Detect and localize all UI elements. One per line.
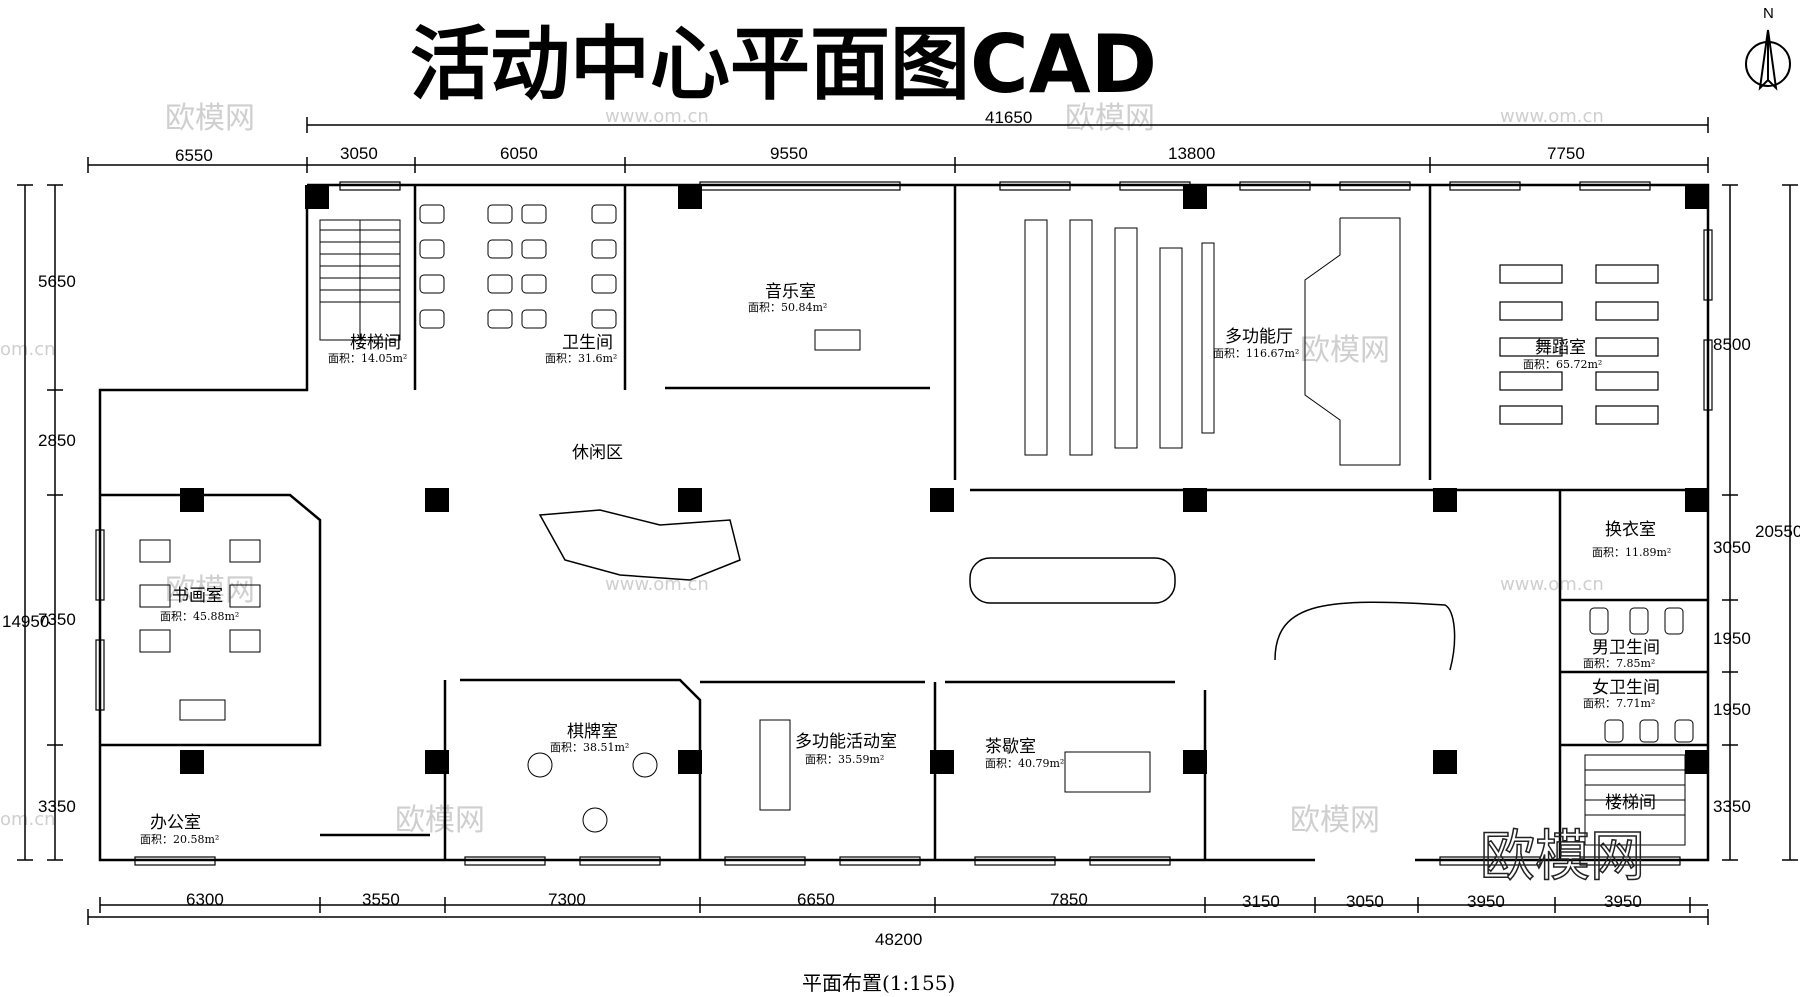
room-area-multipurpose-hall: 面积：116.67m² xyxy=(1213,347,1299,360)
watermark-logo: 欧模网 xyxy=(1300,333,1390,368)
dim-top-3: 6050 xyxy=(500,144,538,163)
room-name-womens-restroom: 女卫生间 xyxy=(1592,678,1660,698)
room-name-calligraphy: 书画室 xyxy=(172,586,223,606)
dim-bottom-6: 3150 xyxy=(1242,892,1280,911)
drawing-caption: 平面布置(1:155) xyxy=(802,971,955,995)
dim-right-total: 20550 xyxy=(1755,522,1800,541)
watermark-site: www.om.cn xyxy=(1500,106,1604,127)
dim-bottom-4: 6650 xyxy=(797,890,835,909)
dim-left-total: 14950 xyxy=(2,612,49,631)
room-area-chess: 面积：38.51m² xyxy=(550,741,629,754)
dim-right-3: 1950 xyxy=(1713,629,1751,648)
room-name-music: 音乐室 xyxy=(765,282,816,302)
dim-left-4: 3350 xyxy=(38,797,76,816)
windows xyxy=(95,181,1713,866)
dim-bottom-1: 6300 xyxy=(186,890,224,909)
dim-bottom-3: 7300 xyxy=(548,890,586,909)
dim-left-3: 7350 xyxy=(38,610,76,629)
watermark-logo: 欧模网 xyxy=(165,573,255,608)
dim-bottom-7: 3050 xyxy=(1346,892,1384,911)
walls xyxy=(98,183,1710,862)
room-area-restroom: 面积：31.6m² xyxy=(545,352,617,365)
watermark-site: www.om.cn xyxy=(1500,574,1604,595)
room-area-calligraphy: 面积：45.88m² xyxy=(160,610,239,623)
watermark-logo: 欧模网 xyxy=(395,803,485,838)
drawing-title: 活动中心平面图CAD xyxy=(410,18,1157,111)
room-area-changing: 面积：11.89m² xyxy=(1592,546,1671,559)
dim-left-1: 5650 xyxy=(38,272,76,291)
watermark-logo: 欧模网 xyxy=(165,101,255,136)
room-name-changing: 换衣室 xyxy=(1605,520,1656,540)
dim-bottom-2: 3550 xyxy=(362,890,400,909)
room-name-mens-restroom: 男卫生间 xyxy=(1592,638,1660,658)
room-area-music: 面积：50.84m² xyxy=(748,301,827,314)
dim-top-5: 13800 xyxy=(1168,144,1215,163)
dance-mats xyxy=(1499,264,1659,425)
room-name-restroom: 卫生间 xyxy=(562,333,613,353)
room-name-stairwell-top: 楼梯间 xyxy=(350,333,401,353)
dim-right-5: 3350 xyxy=(1713,797,1751,816)
dim-right-2: 3050 xyxy=(1713,538,1751,557)
planter-beds xyxy=(538,509,1456,671)
room-name-stairwell-bottom: 楼梯间 xyxy=(1605,793,1656,813)
watermark-site: www.om.cn xyxy=(605,106,709,127)
room-name-dance: 舞蹈室 xyxy=(1535,338,1586,358)
room-area-activity: 面积：35.59m² xyxy=(805,753,884,766)
dim-right-4: 1950 xyxy=(1713,700,1751,719)
dimension-lines xyxy=(17,117,1798,925)
dim-total-top: 41650 xyxy=(985,108,1032,127)
dim-bottom-8: 3950 xyxy=(1467,892,1505,911)
dim-left-2: 2850 xyxy=(38,431,76,450)
auditorium-seating xyxy=(1024,217,1401,466)
room-area-tea: 面积：40.79m² xyxy=(985,757,1064,770)
dim-top-6: 7750 xyxy=(1547,144,1585,163)
dim-top-1: 6550 xyxy=(175,146,213,165)
watermark-logo: 欧模网 xyxy=(1290,803,1380,838)
toilet-stalls xyxy=(419,204,1694,743)
structural-columns xyxy=(180,185,1709,774)
furniture xyxy=(139,329,1151,833)
watermark-short: om.cn xyxy=(0,339,56,360)
dim-total-bottom: 48200 xyxy=(875,930,922,949)
dim-bottom-5: 7850 xyxy=(1050,890,1088,909)
room-name-office: 办公室 xyxy=(150,813,201,833)
watermark-short: om.cn xyxy=(0,809,56,830)
room-area-mens-restroom: 面积：7.85m² xyxy=(1583,657,1655,670)
dimension-labels: 41650 6550 3050 6050 9550 13800 7750 482… xyxy=(2,108,1800,949)
dim-bottom-9: 3950 xyxy=(1604,892,1642,911)
room-area-office: 面积：20.58m² xyxy=(140,833,219,846)
watermark-logo: 欧模网 xyxy=(1065,101,1155,136)
room-name-lounge: 休闲区 xyxy=(572,443,623,463)
dim-top-2: 3050 xyxy=(340,144,378,163)
room-area-dance: 面积：65.72m² xyxy=(1523,358,1602,371)
room-name-chess: 棋牌室 xyxy=(567,722,618,742)
room-name-activity: 多功能活动室 xyxy=(795,732,897,752)
stair-icon xyxy=(319,219,1686,846)
room-name-tea: 茶歇室 xyxy=(985,737,1036,757)
watermark-logo-large: 欧模网 xyxy=(1480,824,1645,888)
room-area-womens-restroom: 面积：7.71m² xyxy=(1583,697,1655,710)
room-name-multipurpose-hall: 多功能厅 xyxy=(1225,327,1293,347)
dim-right-1: 8500 xyxy=(1713,335,1751,354)
north-arrow-icon: N xyxy=(1745,5,1791,91)
room-area-stairwell-top: 面积：14.05m² xyxy=(328,352,407,365)
room-labels: 楼梯间 面积：14.05m² 卫生间 面积：31.6m² 音乐室 面积：50.8… xyxy=(140,282,1671,846)
watermark-layer: 欧模网 www.om.cn 欧模网 www.om.cn om.cn 欧模网 欧模… xyxy=(0,101,1604,838)
north-label: N xyxy=(1763,5,1774,22)
dim-top-4: 9550 xyxy=(770,144,808,163)
